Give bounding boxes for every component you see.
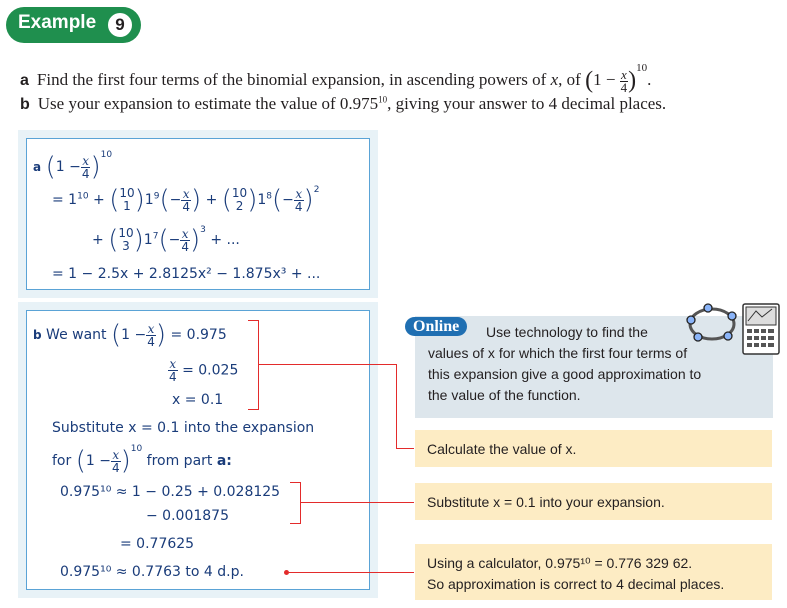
part-a-line4: = 1 − 2.5x + 2.8125x² − 1.875x³ + ... [52, 266, 321, 282]
online-pill: Online [405, 317, 468, 336]
connector-3 [289, 572, 414, 573]
part-b-line3: x = 0.1 [172, 392, 224, 408]
example-number: 9 [105, 10, 135, 40]
bracket-1 [248, 320, 259, 410]
part-b-substitute: Substitute x = 0.1 into the expansion [52, 420, 315, 436]
part-a-box [26, 138, 370, 290]
note-substitute: Substitute x = 0.1 into your expansion. [415, 483, 772, 520]
note-calc-x: Calculate the value of x. [415, 430, 772, 467]
online-box [415, 316, 773, 418]
part-b-calc2: − 0.001875 [146, 508, 229, 524]
connector-1-end [396, 448, 414, 449]
part-b-calc3: = 0.77625 [120, 536, 195, 552]
online-text-3: this expansion give a good approximation… [428, 366, 702, 382]
connector-dot [284, 570, 289, 575]
note-using-calc-line1: Using a calculator, 0.975¹⁰ = 0.776 329 … [427, 555, 693, 571]
online-text-1: Use technology to find the [486, 324, 648, 340]
note-using-calc-line2: So approximation is correct to 4 decimal… [427, 576, 725, 592]
connector-1-h [258, 364, 396, 365]
online-text-4: the value of the function. [428, 387, 581, 403]
geometry-icon [686, 303, 737, 342]
connector-1-v [396, 364, 397, 448]
online-text-2: values of x for which the first four ter… [428, 345, 688, 361]
connector-2 [300, 502, 414, 503]
example-label: Example [18, 12, 97, 33]
bracket-2 [290, 482, 301, 524]
part-b-box [26, 310, 370, 590]
part-b-calc1: 0.975¹⁰ ≈ 1 − 0.25 + 0.028125 [60, 484, 281, 500]
calculator-icon [742, 303, 780, 355]
part-b-calc4: 0.975¹⁰ ≈ 0.7763 to 4 d.p. [60, 564, 244, 580]
note-using-calc: Using a calculator, 0.975¹⁰ = 0.776 329 … [415, 544, 772, 600]
